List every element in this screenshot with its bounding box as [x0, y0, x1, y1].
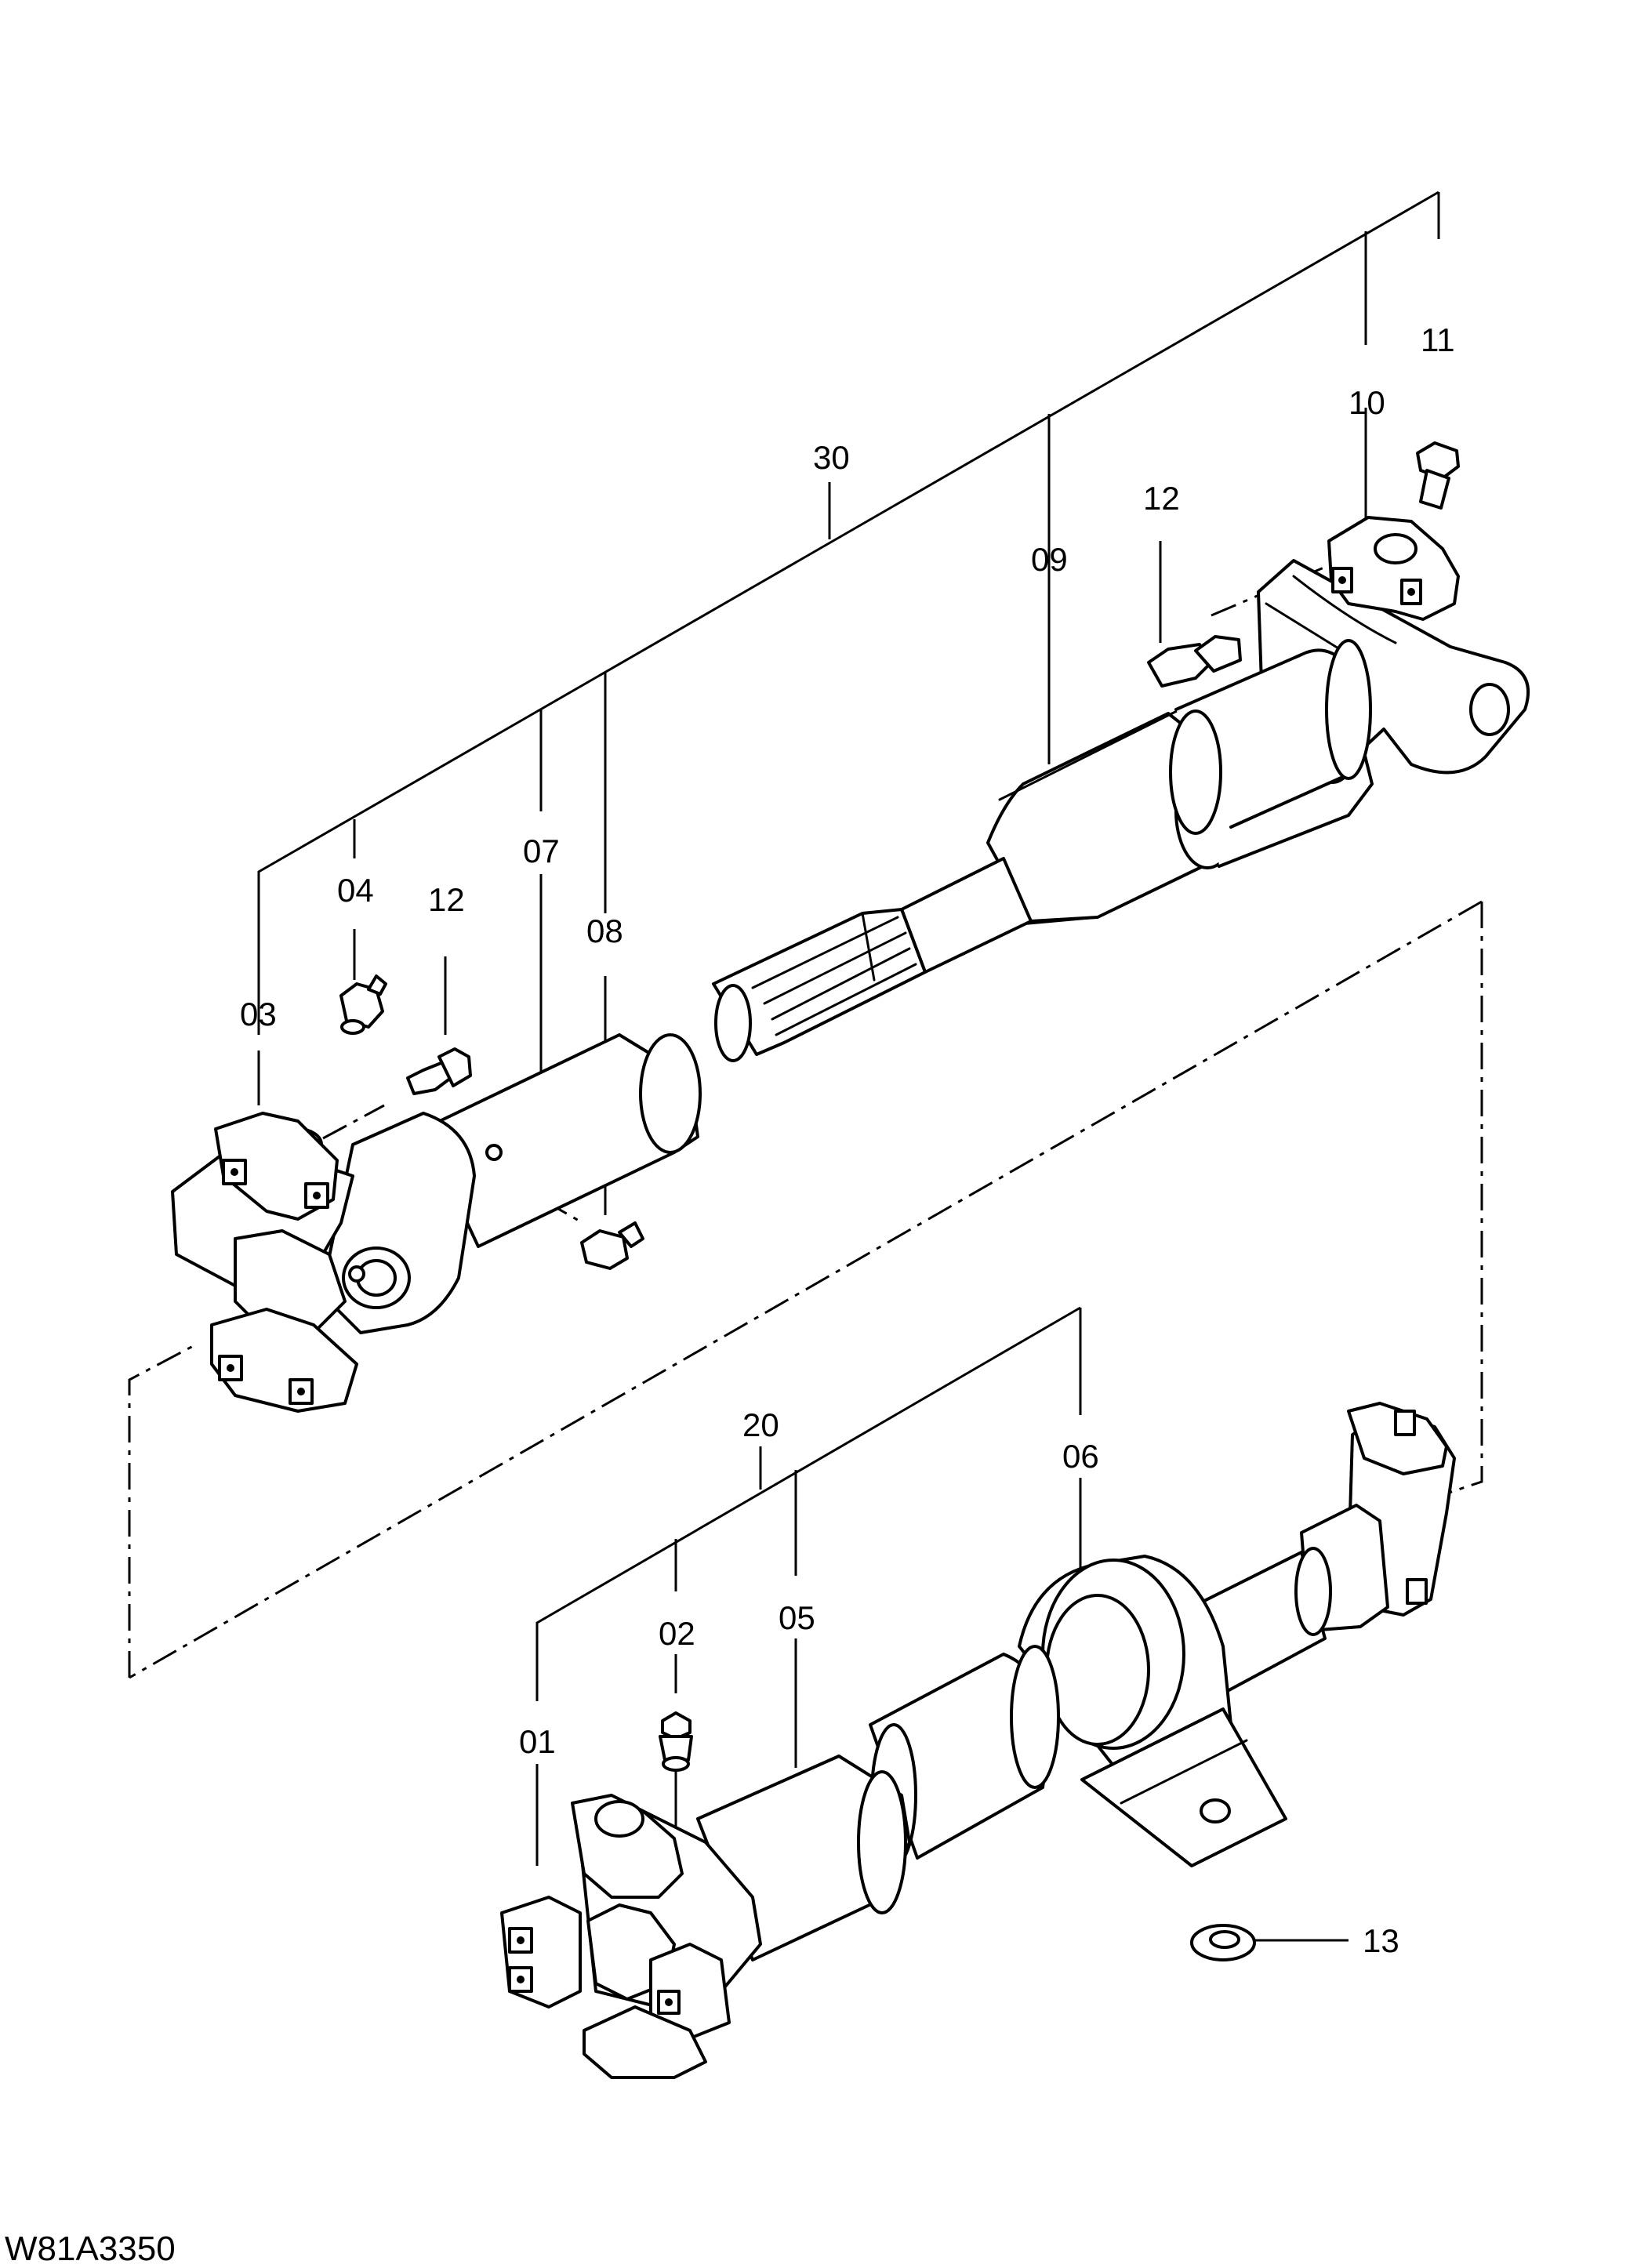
washer-13: [1190, 1924, 1256, 1961]
spline-shaft: [712, 908, 927, 1062]
callout-10: 10: [1349, 384, 1385, 421]
grease-nipple-04: [339, 974, 387, 1035]
callout-03: 03: [240, 996, 277, 1032]
callout-labels: 30 09 10 11 12 12 03 04 07 08 20 06 02 0…: [240, 321, 1455, 1959]
callout-02: 02: [659, 1615, 695, 1652]
center-bearing-06: [1018, 1555, 1287, 1867]
grease-nipple-02: [659, 1711, 693, 1772]
front-tube-07: [422, 1033, 702, 1248]
callout-09: 09: [1031, 541, 1068, 578]
callout-12-front: 12: [428, 881, 465, 918]
callout-01: 01: [519, 1723, 556, 1760]
callout-13: 13: [1363, 1922, 1399, 1959]
upper-shaft-assembly: [171, 441, 1530, 1413]
grease-nipple-08: [580, 1221, 644, 1270]
callout-12-rear: 12: [1143, 480, 1180, 517]
callout-30: 30: [813, 439, 850, 476]
tube-section-rear: [1169, 639, 1372, 835]
front-universal-joint-01: [500, 1794, 762, 2079]
callout-05: 05: [779, 1599, 815, 1636]
callout-08: 08: [586, 913, 623, 949]
callout-07: 07: [523, 833, 560, 869]
bearing-cap-10: [1327, 516, 1460, 621]
callout-20: 20: [742, 1406, 779, 1443]
front-yoke-03: [171, 1112, 476, 1413]
callout-04: 04: [337, 872, 374, 909]
lower-shaft-assembly: [500, 1402, 1456, 2079]
drawing-code: W81A3350: [5, 2230, 176, 2268]
slip-yoke-tube-09: [900, 680, 1374, 974]
bolt-12-rear: [1147, 635, 1242, 688]
callout-11: 11: [1421, 321, 1455, 358]
callout-06: 06: [1062, 1438, 1099, 1475]
bolt-12-front: [406, 1047, 472, 1095]
grease-nipple-11: [1416, 441, 1460, 510]
